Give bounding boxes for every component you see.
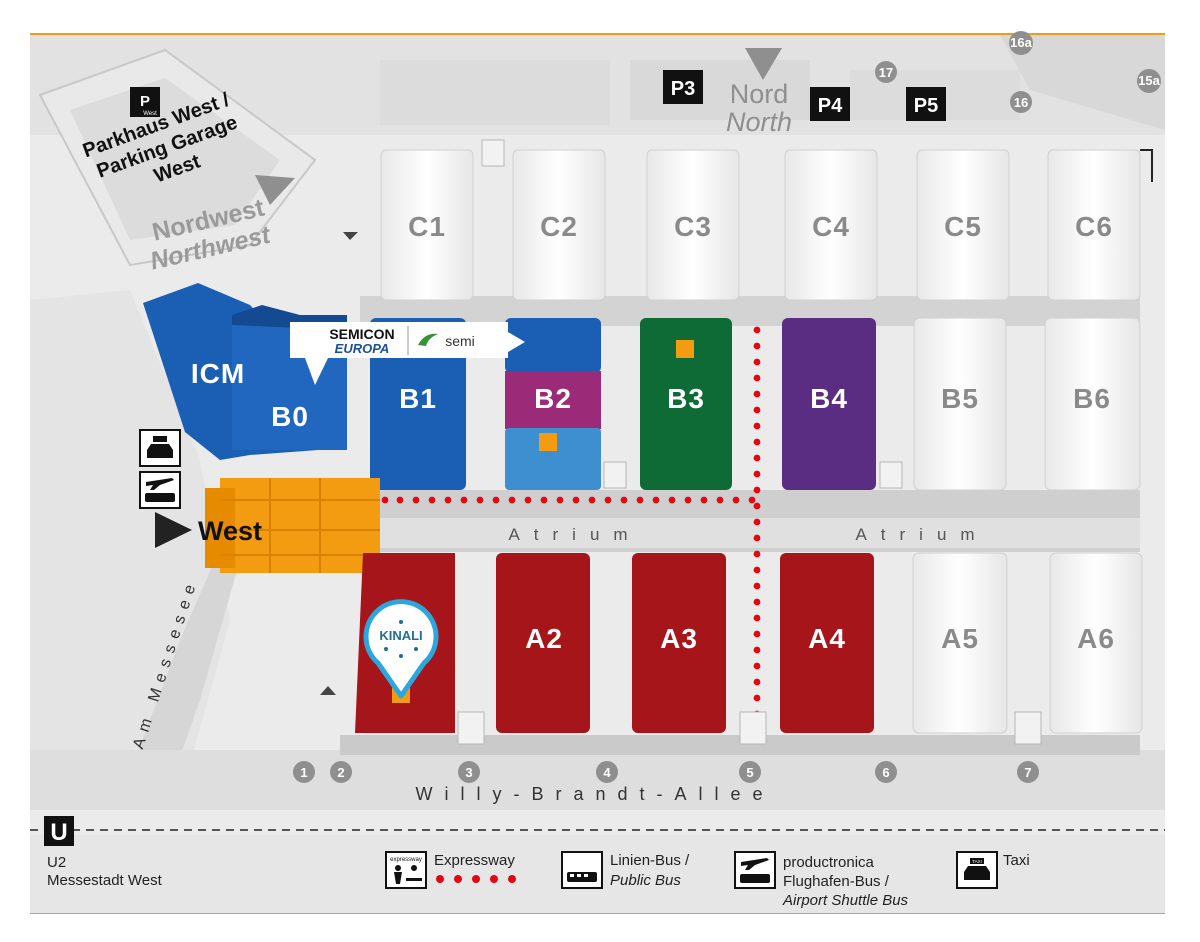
gate-16: 16: [1010, 91, 1032, 113]
parking-p4: P4: [810, 87, 850, 121]
c-halls: [380, 149, 1141, 301]
taxi-icon-west: [139, 429, 181, 467]
svg-text:15a: 15a: [1138, 73, 1160, 88]
parking-p5: P5: [906, 87, 946, 121]
gate-16a: 16a: [1009, 31, 1033, 55]
legend-shuttle-line-2: Flughafen-Bus /: [783, 873, 889, 890]
svg-text:P3: P3: [671, 78, 695, 100]
gate-3: 3: [458, 761, 480, 783]
kinali-location-pin[interactable]: KINALI: [363, 599, 439, 703]
hall-label-b6: B6: [1073, 383, 1111, 414]
semi-label: semi: [445, 333, 475, 349]
svg-text:16: 16: [1014, 95, 1028, 110]
svg-text:P4: P4: [818, 95, 843, 117]
west-arrow: [155, 512, 192, 548]
semicon-label: SEMICON: [329, 326, 394, 342]
parking-p3: P3: [663, 70, 703, 104]
svg-text:4: 4: [603, 765, 611, 780]
hall-label-b4: B4: [810, 383, 848, 414]
airport-shuttle-legend-icon: [734, 851, 776, 889]
semicon-europa-banner: SEMICON EUROPA semi: [290, 322, 525, 385]
hall-label-a5: A5: [941, 623, 979, 654]
hall-label-c1: C1: [408, 211, 446, 242]
hall-label-a2: A2: [525, 623, 563, 654]
terrain: [30, 35, 1165, 913]
small-arrow-down: [343, 232, 358, 240]
svg-text:West: West: [143, 111, 157, 117]
hall-label-c6: C6: [1075, 211, 1113, 242]
svg-text:1: 1: [300, 765, 307, 780]
legend-shuttle-line-1: productronica: [783, 854, 874, 871]
svg-text:17: 17: [879, 65, 893, 80]
gate-5: 5: [739, 761, 761, 783]
hall-label-b0: B0: [271, 401, 309, 432]
entrance-kiosks: [457, 139, 1042, 745]
svg-text:5: 5: [746, 765, 753, 780]
atrium-label-left: Atrium: [508, 525, 641, 544]
walkways: [340, 296, 1140, 755]
europa-label: EUROPA: [335, 341, 390, 356]
hall-label-c2: C2: [540, 211, 578, 242]
hall-label-b2: B2: [534, 383, 572, 414]
svg-text:16a: 16a: [1010, 35, 1032, 50]
ubahn-station-label: Messestadt West: [47, 872, 162, 889]
gate-15a: 15a: [1137, 69, 1161, 93]
legend-taxi: Taxi: [1003, 852, 1030, 869]
expressway-route: [381, 326, 761, 718]
west-entrance-building: [205, 478, 380, 573]
north-arrow: [745, 48, 782, 80]
svg-text:7: 7: [1024, 765, 1031, 780]
hall-label-b5: B5: [941, 383, 979, 414]
gate-7: 7: [1017, 761, 1039, 783]
svg-text:2: 2: [337, 765, 344, 780]
gate-17: 17: [875, 61, 897, 83]
northwest-arrow: [255, 175, 295, 205]
semi-leaf-logo-icon: [418, 333, 438, 346]
hall-label-c5: C5: [944, 211, 982, 242]
ubahn-line-label: U2: [47, 854, 67, 871]
svg-text:3: 3: [465, 765, 472, 780]
taxi-legend-icon: TAXI: [956, 851, 998, 889]
nord-label: Nord: [730, 79, 789, 109]
b-halls: [370, 317, 1141, 491]
gate-1: 1: [293, 761, 315, 783]
svg-text:6: 6: [882, 765, 889, 780]
svg-text:P5: P5: [914, 95, 938, 117]
kinali-label: KINALI: [379, 628, 422, 643]
expressway-legend-dots: [436, 875, 516, 883]
hall-label-a6: A6: [1077, 623, 1115, 654]
svg-text:P: P: [140, 93, 150, 110]
gate-4: 4: [596, 761, 618, 783]
svg-text:U: U: [50, 819, 67, 846]
west-entrance-label: West: [198, 516, 262, 546]
hall-label-a4: A4: [808, 623, 846, 654]
hall-label-c3: C3: [674, 211, 712, 242]
small-arrow-up: [320, 686, 336, 695]
expressway-legend-icon: expressway: [385, 851, 427, 889]
hall-label-a3: A3: [660, 623, 698, 654]
hall-label-b3: B3: [667, 383, 705, 414]
hall-label-icm: ICM: [191, 358, 245, 389]
legend-bus-line-1: Linien-Bus /: [610, 852, 690, 869]
svg-text:expressway: expressway: [390, 857, 422, 863]
hall-label-b1: B1: [399, 383, 437, 414]
svg-text:TAXI: TAXI: [972, 859, 982, 864]
hall-label-c4: C4: [812, 211, 850, 242]
public-bus-legend-icon: [561, 851, 603, 889]
parking-garage-west: [38, 48, 317, 267]
ubahn-icon: U: [44, 816, 74, 846]
atrium-label-right: Atrium: [855, 525, 988, 544]
corner-mark: [1140, 149, 1153, 182]
legend-expressway: Expressway: [434, 852, 515, 869]
north-label: North: [726, 107, 792, 137]
legend-shuttle-line-3: Airport Shuttle Bus: [783, 892, 909, 909]
a-halls: [355, 552, 1143, 734]
airport-shuttle-icon-west: [139, 471, 181, 509]
street-willy-brandt-allee: Willy-Brandt-Allee: [415, 784, 774, 804]
parking-west-icon: P West: [130, 87, 160, 117]
legend-bus-line-2: Public Bus: [610, 872, 681, 889]
gate-6: 6: [875, 761, 897, 783]
gate-2: 2: [330, 761, 352, 783]
